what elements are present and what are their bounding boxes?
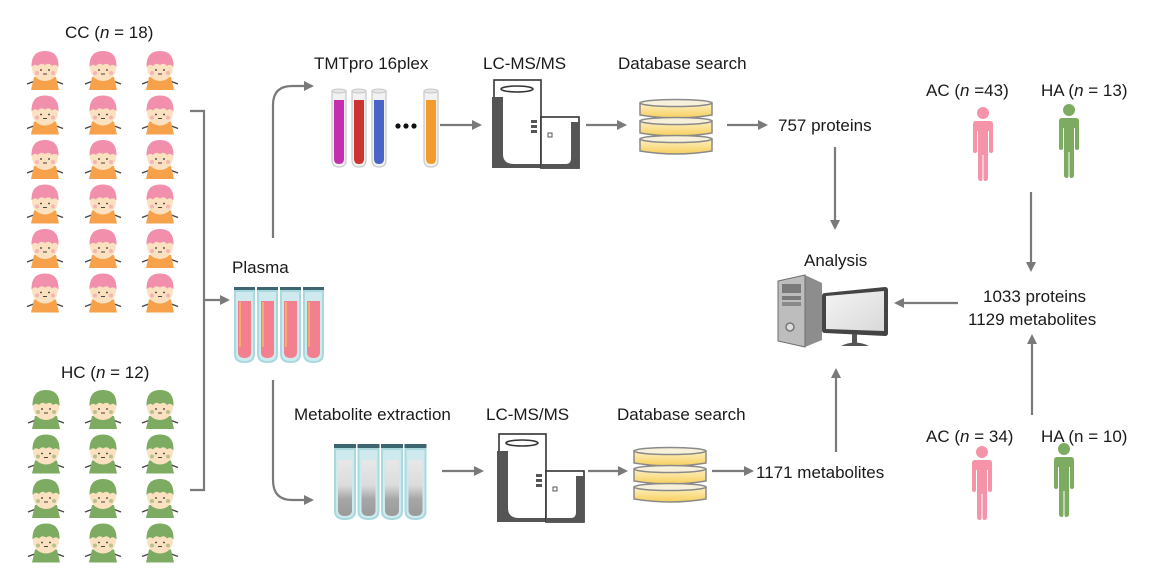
plasma-tube (234, 287, 255, 364)
validation-cohort-icons (972, 104, 1079, 520)
hc-person-icon (84, 390, 122, 429)
cc-person-icon (26, 95, 64, 135)
hc-person-icon (27, 390, 65, 429)
computer-icon (777, 274, 888, 348)
hc-person-icon (27, 434, 65, 474)
extraction-tube (334, 444, 356, 521)
cc-person-icon (141, 273, 179, 313)
cc-person-icon (84, 184, 122, 224)
database-disk (633, 446, 707, 467)
tmt-tube (331, 88, 347, 168)
tmt-tube (351, 88, 367, 168)
database-icon-bottom (633, 446, 707, 503)
ac-bottom-label: AC (n = 34) (926, 427, 1014, 446)
database-disk (639, 98, 713, 119)
hc-person-icon (141, 434, 179, 474)
cc-person-icon (26, 184, 64, 224)
database-icon-top (639, 98, 713, 155)
cc-person-icon (141, 140, 179, 179)
validation-proteins-label: 1033 proteins (983, 287, 1087, 306)
tmt-tube (423, 88, 439, 168)
cc-person-icon (26, 140, 64, 179)
tmt-labeled-tubes-icon (331, 88, 439, 168)
cc-person-icon (26, 51, 64, 90)
lcms-label-top: LC-MS/MS (483, 54, 567, 73)
cc-person-icon (26, 229, 64, 268)
cc-person-icon (141, 229, 179, 268)
ha-person-icon-bottom (1054, 443, 1074, 517)
cc-person-icon (84, 140, 122, 179)
tmt-tube (371, 88, 387, 168)
plasma-tubes-icon (234, 287, 324, 364)
cc-person-icon (84, 229, 122, 268)
database-search-label-top: Database search (618, 54, 747, 73)
hc-person-icon (84, 523, 122, 563)
analysis-label: Analysis (804, 251, 868, 270)
metabolite-extraction-tubes-icon (334, 444, 427, 521)
database-disk (633, 464, 707, 485)
proteins-result-label: 757 proteins (778, 116, 872, 135)
plasma-label: Plasma (232, 258, 289, 277)
hc-person-icon (141, 523, 179, 563)
cc-person-icon (84, 95, 122, 135)
metabolite-extraction-label: Metabolite extraction (294, 405, 451, 424)
cc-cohort-icons (26, 51, 179, 313)
lcms-instrument-icon-top (492, 79, 580, 169)
ac-person-icon-top (973, 107, 993, 181)
database-search-label-bottom: Database search (617, 405, 746, 424)
hc-cohort-icons (27, 390, 179, 563)
ellipsis-dots-icon (395, 123, 417, 129)
tmt-label: TMTpro 16plex (314, 54, 429, 73)
plasma-tube (257, 287, 278, 364)
ha-bottom-label: HA (n = 10) (1041, 427, 1128, 446)
lcms-label-bottom: LC-MS/MS (486, 405, 570, 424)
cc-group-label: CC (n = 18) (65, 23, 154, 42)
cc-person-icon (84, 51, 122, 90)
database-disk (639, 134, 713, 155)
ac-top-label: AC (n =43) (926, 81, 1009, 100)
hc-person-icon (141, 390, 179, 429)
cohort-bracket (190, 109, 230, 492)
metabolites-result-label: 1171 metabolites (756, 463, 885, 482)
extraction-tube (357, 444, 380, 521)
hc-person-icon (27, 523, 65, 563)
ha-person-icon-top (1059, 104, 1079, 178)
ac-person-icon-bottom (972, 446, 992, 520)
hc-person-icon (141, 479, 179, 518)
extraction-tube (404, 444, 427, 521)
cc-person-icon (141, 95, 179, 135)
cc-person-icon (84, 273, 122, 313)
arrow-to-extraction (271, 380, 314, 505)
hc-person-icon (84, 434, 122, 474)
cc-person-icon (141, 184, 179, 224)
hc-group-label: HC (n = 12) (61, 363, 150, 382)
validation-metabolites-label: 1129 metabolites (968, 310, 1097, 329)
database-disk (639, 116, 713, 137)
plasma-tube (303, 287, 324, 364)
ha-top-label: HA (n = 13) (1041, 81, 1128, 100)
hc-person-icon (84, 479, 122, 518)
database-disk (633, 482, 707, 503)
plasma-tube (280, 287, 301, 364)
hc-person-icon (27, 479, 65, 518)
cc-person-icon (26, 273, 64, 313)
lcms-instrument-icon-bottom (497, 433, 585, 523)
arrow-to-tmt (271, 81, 314, 238)
extraction-tube (381, 444, 403, 521)
cc-person-icon (141, 51, 179, 90)
